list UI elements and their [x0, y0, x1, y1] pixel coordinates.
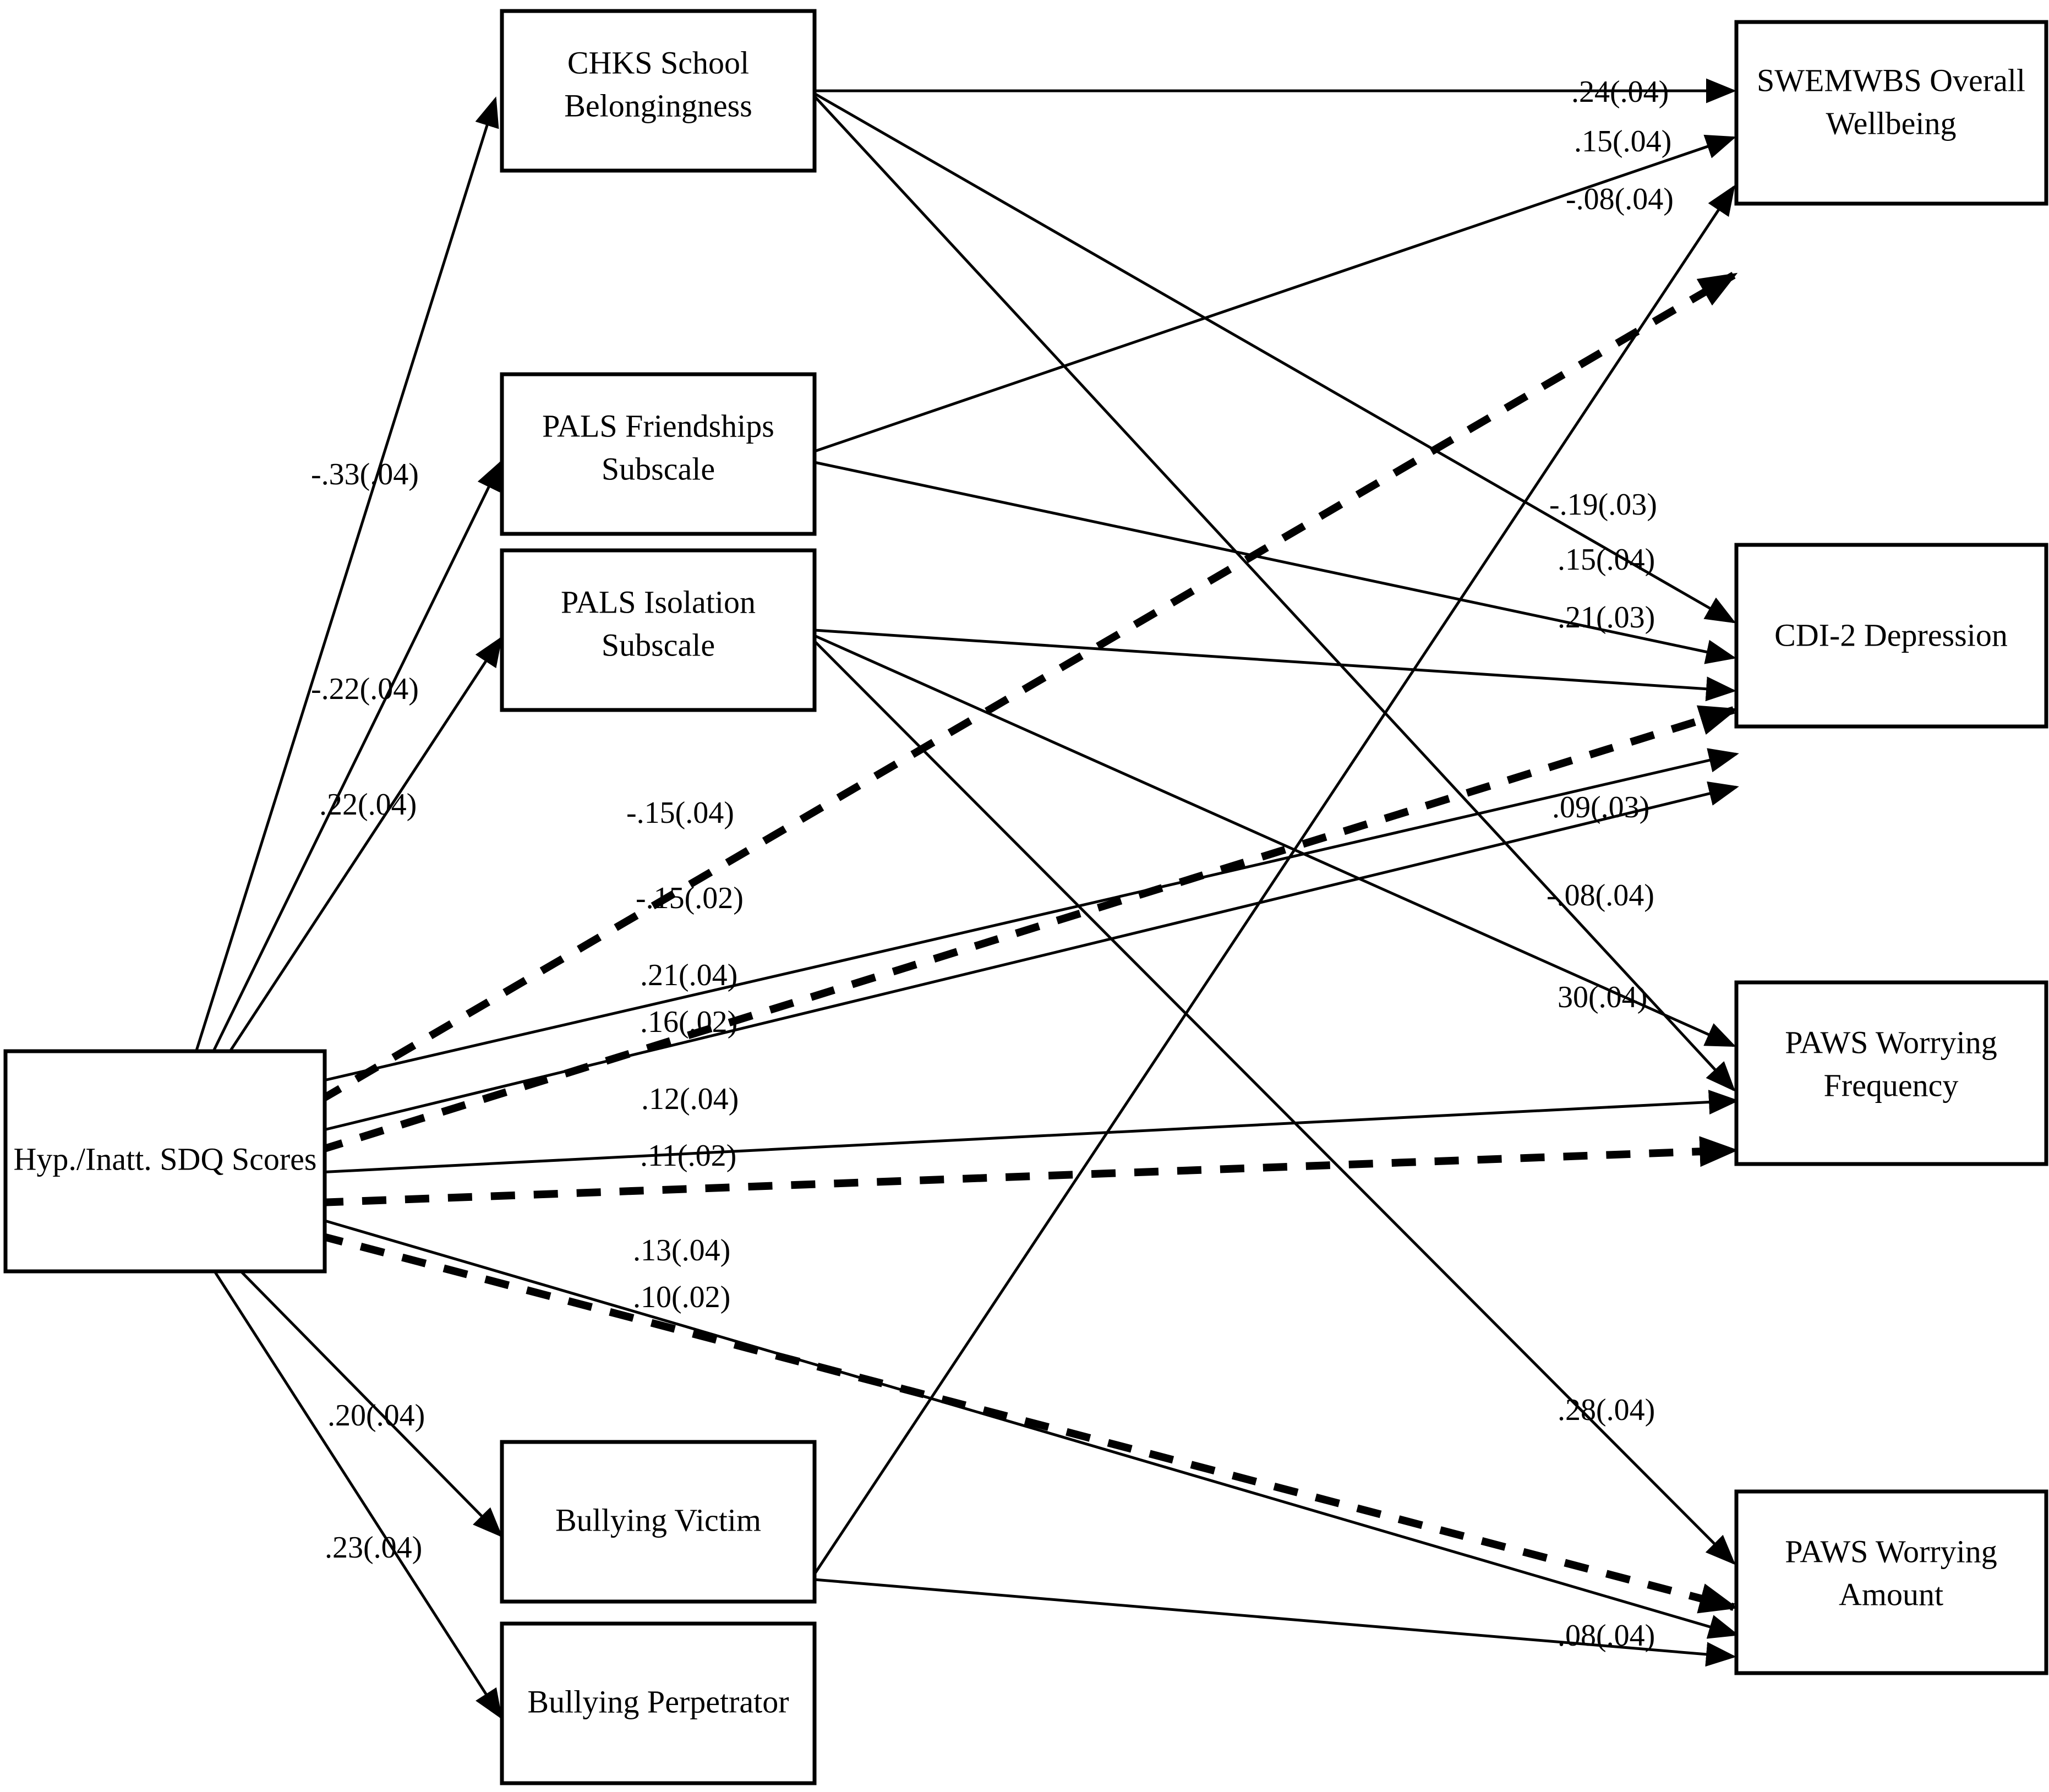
edge-palsfriend-swemwbs — [814, 134, 1736, 453]
node-cdi2-label: CDI-2 Depression — [1774, 617, 2008, 653]
nodes-layer: Hyp./Inatt. SDQ Scores CHKS School Belon… — [3, 9, 2048, 1785]
edge-sdq-palsfriend — [163, 460, 502, 1151]
node-pals-friendships-label-line2: Subscale — [602, 451, 715, 487]
node-paws-frequency-label-line2: Frequency — [1824, 1067, 1959, 1103]
coef-sdq-cdi2-direct: -.15(.04) — [626, 796, 734, 830]
edge-sdq-pawsamt-indirect — [318, 1232, 1739, 1614]
coef-palsfriend-cdi2: .15(.04) — [1558, 543, 1655, 577]
edge-sdq-pawsamt-direct-2 — [319, 1217, 1739, 1639]
node-chks-label-line2: Belongingness — [564, 88, 752, 123]
node-chks[interactable]: CHKS School Belongingness — [500, 9, 817, 173]
edge-bullyvic-swemwbs — [813, 184, 1735, 1575]
coef-chks-cdi2: -.19(.03) — [1549, 488, 1657, 522]
coef-palsiso-pawsfreq: -.08(.04) — [1547, 878, 1654, 913]
coef-chks-swemwbs: .24(.04) — [1571, 75, 1669, 109]
node-sdq[interactable]: Hyp./Inatt. SDQ Scores — [3, 1049, 327, 1274]
coef-sdq-bullyvic: .20(.04) — [327, 1398, 425, 1433]
node-swemwbs-label-line2: Wellbeing — [1826, 105, 1957, 141]
edge-sdq-bullyperp — [163, 1193, 502, 1720]
coef-sdq-palsfriend: -.22(.04) — [311, 672, 419, 706]
node-bullying-perpetrator-label: Bullying Perpetrator — [527, 1684, 789, 1719]
coef-sdq-pawsfreq-direct: .12(.04) — [641, 1082, 739, 1116]
node-paws-amount-label-line1: PAWS Worrying — [1785, 1533, 1997, 1569]
edge-palsiso-cdi2 — [814, 629, 1736, 702]
node-paws-frequency[interactable]: PAWS Worrying Frequency — [1734, 980, 2048, 1166]
edge-sdq-cdi2-direct — [319, 748, 1739, 1083]
node-paws-frequency-label-line1: PAWS Worrying — [1785, 1024, 1997, 1060]
node-pals-friendships-label-line1: PALS Friendships — [542, 408, 774, 444]
node-swemwbs[interactable]: SWEMWBS Overall Wellbeing — [1734, 20, 2048, 206]
coefficient-labels-layer: -.33(.04) -.22(.04) .22(.04) .20(.04) .2… — [311, 75, 1674, 1653]
coef-sdq-swemwbs-indirect: -.15(.02) — [636, 881, 744, 915]
edges-layer — [163, 78, 1739, 1720]
edge-chks-pawsfreq — [813, 95, 1736, 1092]
node-pals-isolation-label-line2: Subscale — [602, 627, 715, 663]
edge-sdq-cdi2-indirect — [318, 705, 1739, 1154]
edge-palsiso-pawsamt — [813, 640, 1736, 1565]
coef-sdq-bullyperp: .23(.04) — [325, 1531, 422, 1565]
coef-palsiso-pawsamt: 30(.04) — [1558, 980, 1647, 1014]
coef-chks-pawsfreq: .09(.03) — [1552, 790, 1649, 824]
coef-sdq-palsiso: .22(.04) — [319, 788, 417, 822]
node-bullying-victim-label: Bullying Victim — [555, 1502, 761, 1538]
coef-bullyvic-cdi2: .08(.04) — [1558, 1619, 1655, 1653]
node-swemwbs-label-line1: SWEMWBS Overall — [1757, 62, 2025, 98]
coef-sdq-pawsamt-direct-2: .13(.04) — [633, 1233, 730, 1267]
edge-bullyvic-cdi2 — [814, 1578, 1736, 1667]
coef-sdq-pawsamt-direct: .21(.04) — [640, 958, 737, 992]
coef-palsiso-cdi2: .21(.03) — [1558, 600, 1655, 635]
node-paws-amount-label-line2: Amount — [1839, 1576, 1943, 1612]
coef-bullyvic-swemwbs: -.08(.04) — [1566, 182, 1674, 216]
edge-sdq-swemwbs-indirect — [317, 271, 1738, 1105]
edge-sdq-pawsfreq-direct — [319, 1090, 1739, 1174]
edge-palsiso-pawsfreq — [813, 634, 1736, 1047]
node-cdi2[interactable]: CDI-2 Depression — [1734, 543, 2048, 729]
node-sdq-label: Hyp./Inatt. SDQ Scores — [14, 1141, 317, 1177]
node-chks-label-line1: CHKS School — [567, 45, 749, 80]
edge-palsfriend-cdi2 — [814, 461, 1736, 664]
node-pals-isolation[interactable]: PALS Isolation Subscale — [500, 548, 817, 712]
coef-sdq-pawsamt-indirect: .10(.02) — [633, 1280, 730, 1314]
node-bullying-victim[interactable]: Bullying Victim — [500, 1440, 817, 1604]
coef-bullyvic-pawsamt: .28(.04) — [1558, 1393, 1655, 1427]
edge-sdq-chks — [163, 96, 499, 1151]
edge-chks-cdi2 — [813, 92, 1736, 624]
coef-sdq-pawsfreq-indirect: .11(.02) — [640, 1139, 736, 1173]
coef-sdq-cdi2-indirect: .16(.02) — [640, 1005, 737, 1039]
coef-sdq-chks: -.33(.04) — [311, 457, 419, 491]
coef-palsfriend-swemwbs: .15(.04) — [1574, 124, 1671, 159]
node-pals-isolation-label-line1: PALS Isolation — [561, 584, 756, 620]
node-paws-amount[interactable]: PAWS Worrying Amount — [1734, 1489, 2048, 1675]
node-pals-friendships[interactable]: PALS Friendships Subscale — [500, 372, 817, 536]
edge-sdq-pawsamt-direct — [319, 781, 1739, 1133]
node-bullying-perpetrator[interactable]: Bullying Perpetrator — [500, 1621, 817, 1785]
edge-sdq-pawsfreq-indirect — [319, 1136, 1739, 1206]
